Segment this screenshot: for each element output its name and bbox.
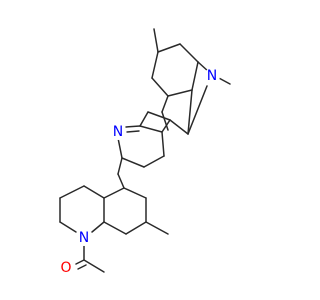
bond-c13-c14 bbox=[161, 131, 165, 157]
n-amide-label: N bbox=[79, 230, 89, 246]
bond-c16-n-imine bbox=[117, 137, 123, 159]
bond-c25-n-amide bbox=[59, 221, 77, 233]
bond-c23-c24 bbox=[59, 185, 85, 199]
bond-methyl-top bbox=[153, 28, 159, 53]
n-bridge-bg bbox=[204, 68, 220, 84]
bond-n-amide-c21 bbox=[91, 221, 105, 233]
bond-c5-c7 bbox=[161, 95, 169, 113]
bond-c14-c15 bbox=[143, 155, 165, 168]
bond-ch2-c17 bbox=[117, 173, 125, 189]
bond-c17-c18 bbox=[123, 187, 147, 199]
molecule-canvas: N N N O bbox=[58, 28, 231, 276]
bond-c6-c1 bbox=[151, 51, 159, 79]
bond-c12-n-imine bbox=[125, 125, 141, 128]
bond-c4-c9 bbox=[187, 89, 193, 135]
n-imine-bg bbox=[110, 124, 126, 140]
bond-c9-c10 bbox=[169, 119, 189, 135]
bond-n-bridge-c9 bbox=[187, 85, 208, 135]
bond-c22-c17 bbox=[103, 187, 125, 199]
bond-c1-c2 bbox=[157, 43, 181, 53]
bond-c15-c16 bbox=[121, 157, 145, 168]
bond-c12-c13 bbox=[139, 125, 163, 133]
structure-diagram: N N N O bbox=[58, 28, 231, 276]
bond-c-carbonyl-o bbox=[75, 259, 85, 265]
o-carbonyl-label: O bbox=[60, 260, 71, 276]
bond-c4-c5 bbox=[167, 89, 193, 97]
n-bridge-label: N bbox=[207, 68, 217, 84]
n-imine-label: N bbox=[113, 124, 123, 140]
bond-c13-c10 bbox=[161, 119, 171, 133]
bond-c20-c21 bbox=[103, 221, 127, 235]
bond-c7-c8 bbox=[161, 111, 169, 131]
bond-c19-c20 bbox=[125, 221, 147, 235]
bond-c5-c6 bbox=[151, 77, 169, 97]
bond-c12-n-imine-double bbox=[126, 130, 140, 133]
bond-c10-c11 bbox=[147, 111, 171, 121]
n-amide-bg bbox=[76, 230, 92, 246]
bond-c2-c3 bbox=[179, 43, 199, 63]
bond-c3-c4 bbox=[191, 61, 199, 91]
bond-c-carbonyl-o-double bbox=[77, 264, 87, 270]
bond-c22-c23 bbox=[83, 185, 105, 199]
bond-methyl-lower bbox=[145, 221, 169, 235]
bond-c-carbonyl-methyl bbox=[83, 259, 105, 273]
bond-c16-ch2 bbox=[117, 157, 123, 175]
bond-c11-c12 bbox=[139, 111, 149, 127]
o-carbonyl-bg bbox=[58, 260, 74, 276]
